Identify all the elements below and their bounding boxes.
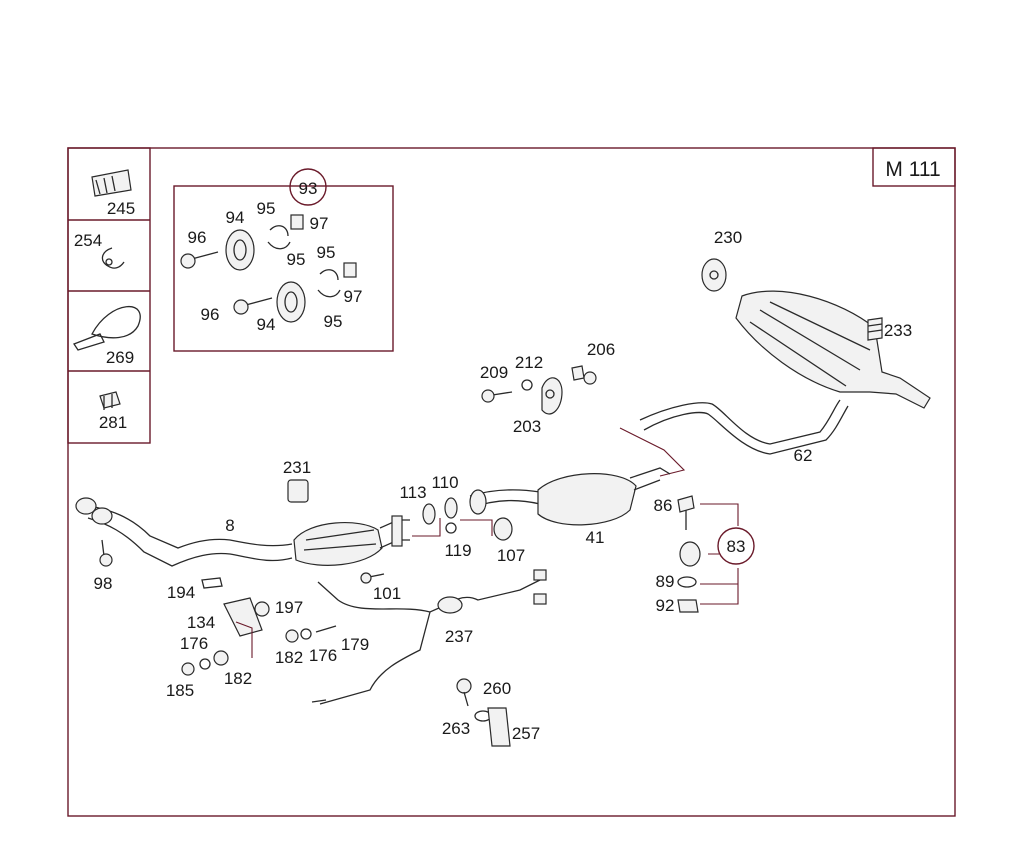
clamp-parts-83 [677, 495, 755, 613]
inset-mounting-kit: 93 94 95 97 96 95 95 97 96 94 95 [173, 168, 394, 352]
engine-code-label: M 111 [885, 158, 940, 181]
label-176a: 176 [180, 634, 208, 653]
sidebar-part-281: 281 [99, 391, 127, 432]
inset-label-97a: 97 [310, 214, 329, 233]
sidebar-part-245-label: 245 [107, 199, 135, 218]
label-231: 231 [283, 458, 311, 477]
bracket-fasteners [99, 539, 385, 676]
sidebar-part-254: 254 [74, 231, 125, 269]
label-206: 206 [587, 340, 615, 359]
inset-label-97b: 97 [344, 287, 363, 306]
gaskets [412, 497, 513, 541]
rear-muffler [701, 258, 931, 409]
label-110: 110 [431, 473, 458, 492]
label-233: 233 [884, 321, 912, 340]
label-98: 98 [94, 574, 113, 593]
part-number-labels: 230 233 206 212 209 203 62 231 113 110 1… [94, 228, 913, 743]
label-209: 209 [480, 363, 508, 382]
inset-label-95a: 95 [257, 199, 276, 218]
sidebar-part-269-label: 269 [106, 348, 134, 367]
label-197: 197 [275, 598, 303, 617]
label-176b: 176 [309, 646, 337, 665]
label-257: 257 [512, 724, 540, 743]
inset-label-94b: 94 [257, 315, 276, 334]
sidebar-part-281-label: 281 [99, 413, 127, 432]
sidebar-part-254-label: 254 [74, 231, 102, 250]
label-107: 107 [497, 546, 525, 565]
label-182a: 182 [275, 648, 303, 667]
label-212: 212 [515, 353, 543, 372]
bracket-257 [456, 678, 511, 747]
sidebar-part-245: 245 [91, 169, 135, 218]
label-119: 119 [444, 541, 471, 560]
oxygen-sensor-237 [311, 569, 547, 705]
label-194: 194 [167, 583, 195, 602]
front-pipe-8 [75, 497, 410, 567]
label-8: 8 [225, 516, 234, 535]
inset-label-95b: 95 [287, 250, 306, 269]
inset-label-95d: 95 [324, 312, 343, 331]
label-263: 263 [442, 719, 470, 738]
label-86: 86 [654, 496, 673, 515]
label-260: 260 [483, 679, 511, 698]
label-41: 41 [586, 528, 605, 547]
engine-code-box: M 111 [872, 147, 956, 187]
pipe-62 [639, 399, 841, 445]
part-231 [287, 479, 309, 503]
diagram-frame [67, 147, 956, 817]
sidebar-part-269: 269 [73, 305, 141, 367]
inset-label-96b: 96 [201, 305, 220, 324]
label-113: 113 [399, 483, 426, 502]
label-230: 230 [714, 228, 742, 247]
label-179: 179 [341, 635, 369, 654]
inset-label-94a: 94 [226, 208, 245, 227]
label-89: 89 [656, 572, 675, 591]
label-83: 83 [727, 537, 746, 556]
hanger-parts [481, 365, 597, 415]
label-92: 92 [656, 596, 675, 615]
label-134: 134 [187, 613, 215, 632]
label-101: 101 [373, 584, 401, 603]
label-182b: 182 [224, 669, 252, 688]
sidebar-parts-column: 245 254 269 281 [67, 147, 151, 444]
label-237: 237 [445, 627, 473, 646]
inset-group-ref: 93 [299, 179, 318, 198]
label-62: 62 [794, 446, 813, 465]
center-pipe-41 [469, 467, 671, 526]
inset-label-96a: 96 [188, 228, 207, 247]
label-203: 203 [513, 417, 541, 436]
label-185: 185 [166, 681, 194, 700]
inset-label-95c: 95 [317, 243, 336, 262]
